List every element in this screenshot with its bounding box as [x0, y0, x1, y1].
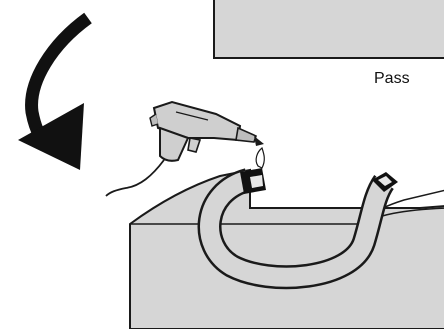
fabric-box: [130, 170, 444, 329]
glue-gun-icon: [150, 102, 264, 161]
power-cord: [106, 160, 164, 196]
caption-label: Pass: [374, 70, 410, 88]
curved-arrow-icon: [18, 18, 88, 170]
glue-drop: [256, 148, 264, 168]
strap-end-left: [240, 168, 266, 194]
top-panel-fill: [215, 0, 444, 57]
